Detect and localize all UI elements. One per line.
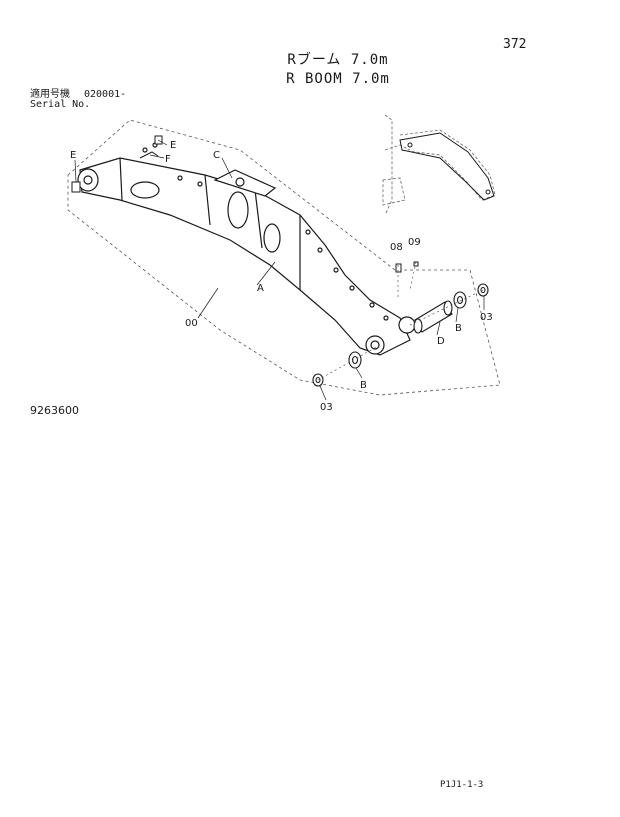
label-03-right: 03 xyxy=(480,312,493,323)
label-e-top: E xyxy=(170,140,176,151)
axis-guides xyxy=(317,261,484,381)
label-03-left: 03 xyxy=(320,402,333,413)
reference-number: 9263600 xyxy=(30,404,79,417)
label-09: 09 xyxy=(408,237,421,248)
label-c: C xyxy=(213,150,220,161)
serial-label-japanese: 適用号機 xyxy=(30,89,70,100)
boom-body xyxy=(77,142,416,356)
label-b-right: B xyxy=(455,323,462,334)
serial-label-english: Serial No. xyxy=(30,99,91,110)
assembly-outline xyxy=(67,119,501,396)
page-title-japanese: Rブーム 7.0m xyxy=(287,52,389,68)
label-00: 00 xyxy=(185,318,198,329)
label-08: 08 xyxy=(390,242,403,253)
footer-code: P1J1-1-3 xyxy=(440,780,484,790)
label-a: A xyxy=(257,283,264,294)
serial-value: 020001- xyxy=(84,89,127,100)
label-d: D xyxy=(437,336,445,347)
pin-d xyxy=(413,300,453,334)
label-b-left: B xyxy=(360,380,367,391)
machine-reference-sketch xyxy=(382,114,496,216)
label-e-left: E xyxy=(70,150,76,161)
page-title-english: R BOOM 7.0m xyxy=(286,71,390,87)
reference-boom-highlight xyxy=(399,132,495,201)
label-f: F xyxy=(165,154,171,165)
page-number: 372 xyxy=(503,37,527,52)
leader-lines xyxy=(74,139,485,401)
